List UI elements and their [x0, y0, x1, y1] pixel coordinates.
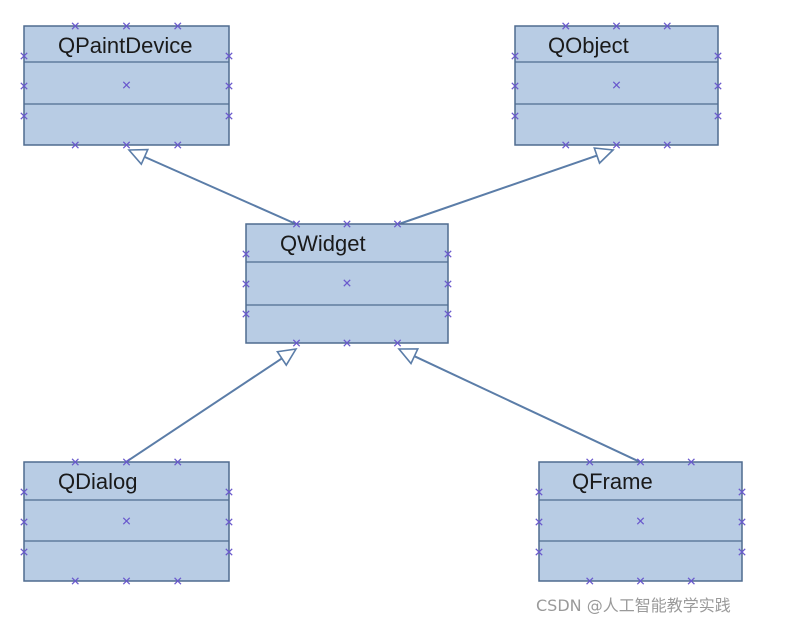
- selection-handle-icon[interactable]: [71, 141, 79, 149]
- inheritance-line: [398, 154, 598, 225]
- class-name: QWidget: [280, 231, 366, 256]
- selection-handle-icon[interactable]: [511, 112, 519, 120]
- watermark: CSDN @人工智能教学实践: [536, 596, 731, 615]
- selection-handle-icon[interactable]: [71, 458, 79, 466]
- selection-handle-icon[interactable]: [511, 82, 519, 90]
- selection-handle-icon[interactable]: [71, 577, 79, 585]
- selection-handle-icon[interactable]: [225, 82, 233, 90]
- inheritance-line: [144, 155, 297, 225]
- selection-handle-icon[interactable]: [714, 82, 722, 90]
- class-name: QFrame: [572, 469, 653, 494]
- selection-handle-icon[interactable]: [393, 220, 402, 228]
- selection-handle-icon[interactable]: [225, 112, 233, 120]
- selection-handle-icon[interactable]: [535, 488, 543, 496]
- selection-handle-icon[interactable]: [738, 488, 746, 496]
- selection-handle-icon[interactable]: [586, 458, 594, 466]
- selection-handle-icon[interactable]: [612, 81, 621, 89]
- selection-handle-icon[interactable]: [562, 141, 570, 149]
- selection-handle-icon[interactable]: [535, 548, 543, 556]
- selection-handle-icon[interactable]: [636, 577, 645, 585]
- inheritance-arrow-head: [127, 148, 150, 166]
- class-box-qwidget[interactable]: QWidget: [242, 220, 452, 347]
- selection-handle-icon[interactable]: [122, 458, 131, 466]
- selection-handle-icon[interactable]: [122, 577, 131, 585]
- selection-handle-icon[interactable]: [535, 518, 543, 526]
- class-name: QObject: [548, 33, 629, 58]
- selection-handle-icon[interactable]: [242, 310, 250, 318]
- inheritance-arrow-head: [397, 348, 420, 365]
- class-box-qpaintdevice[interactable]: QPaintDevice: [20, 22, 233, 149]
- selection-handle-icon[interactable]: [292, 220, 301, 228]
- inheritance-arrow-head: [276, 347, 298, 367]
- selection-handle-icon[interactable]: [20, 52, 28, 60]
- inheritance-edge-qframe-to-qwidget: [397, 348, 641, 463]
- selection-handle-icon[interactable]: [636, 517, 645, 525]
- selection-handle-icon[interactable]: [714, 112, 722, 120]
- selection-handle-icon[interactable]: [562, 22, 570, 30]
- selection-handle-icon[interactable]: [122, 81, 131, 89]
- selection-handle-icon[interactable]: [612, 22, 621, 30]
- selection-handle-icon[interactable]: [343, 279, 351, 287]
- inheritance-edge-qdialog-to-qwidget: [125, 347, 298, 463]
- selection-handle-icon[interactable]: [444, 310, 452, 318]
- selection-handle-icon[interactable]: [242, 280, 250, 288]
- selection-handle-icon[interactable]: [663, 141, 671, 149]
- selection-handle-icon[interactable]: [20, 488, 28, 496]
- inheritance-edge-qwidget-to-qobject: [398, 147, 615, 225]
- selection-handle-icon[interactable]: [122, 141, 131, 149]
- selection-handle-icon[interactable]: [393, 339, 402, 347]
- selection-handle-icon[interactable]: [174, 141, 182, 149]
- selection-handle-icon[interactable]: [444, 280, 452, 288]
- class-name: QPaintDevice: [58, 33, 193, 58]
- selection-handle-icon[interactable]: [122, 22, 131, 30]
- class-box-qobject[interactable]: QObject: [511, 22, 722, 149]
- selection-handle-icon[interactable]: [292, 339, 301, 347]
- selection-handle-icon[interactable]: [225, 52, 233, 60]
- selection-handle-icon[interactable]: [225, 518, 233, 526]
- selection-handle-icon[interactable]: [714, 52, 722, 60]
- inheritance-connectors: [125, 147, 641, 463]
- selection-handle-icon[interactable]: [687, 577, 695, 585]
- selection-handle-icon[interactable]: [444, 250, 452, 258]
- selection-handle-icon[interactable]: [174, 577, 182, 585]
- selection-handle-icon[interactable]: [242, 250, 250, 258]
- selection-handle-icon[interactable]: [20, 518, 28, 526]
- class-box-qdialog[interactable]: QDialog: [20, 458, 233, 585]
- selection-handle-icon[interactable]: [343, 339, 351, 347]
- class-box-qframe[interactable]: QFrame: [535, 458, 746, 585]
- selection-handle-icon[interactable]: [586, 577, 594, 585]
- class-name: QDialog: [58, 469, 137, 494]
- inheritance-edge-qwidget-to-qpaintdevice: [127, 148, 297, 225]
- selection-handle-icon[interactable]: [343, 220, 351, 228]
- inheritance-line: [125, 357, 283, 463]
- selection-handle-icon[interactable]: [122, 517, 131, 525]
- selection-handle-icon[interactable]: [20, 548, 28, 556]
- selection-handle-icon[interactable]: [174, 458, 182, 466]
- selection-handle-icon[interactable]: [20, 82, 28, 90]
- selection-handle-icon[interactable]: [71, 22, 79, 30]
- selection-handle-icon[interactable]: [687, 458, 695, 466]
- selection-handle-icon[interactable]: [636, 458, 645, 466]
- selection-handle-icon[interactable]: [612, 141, 621, 149]
- selection-handle-icon[interactable]: [225, 548, 233, 556]
- inheritance-line: [413, 355, 641, 463]
- selection-handle-icon[interactable]: [20, 112, 28, 120]
- inheritance-arrow-head: [593, 147, 615, 165]
- selection-handle-icon[interactable]: [511, 52, 519, 60]
- selection-handle-icon[interactable]: [738, 548, 746, 556]
- selection-handle-icon[interactable]: [663, 22, 671, 30]
- selection-handle-icon[interactable]: [225, 488, 233, 496]
- selection-handle-icon[interactable]: [174, 22, 182, 30]
- selection-handle-icon[interactable]: [738, 518, 746, 526]
